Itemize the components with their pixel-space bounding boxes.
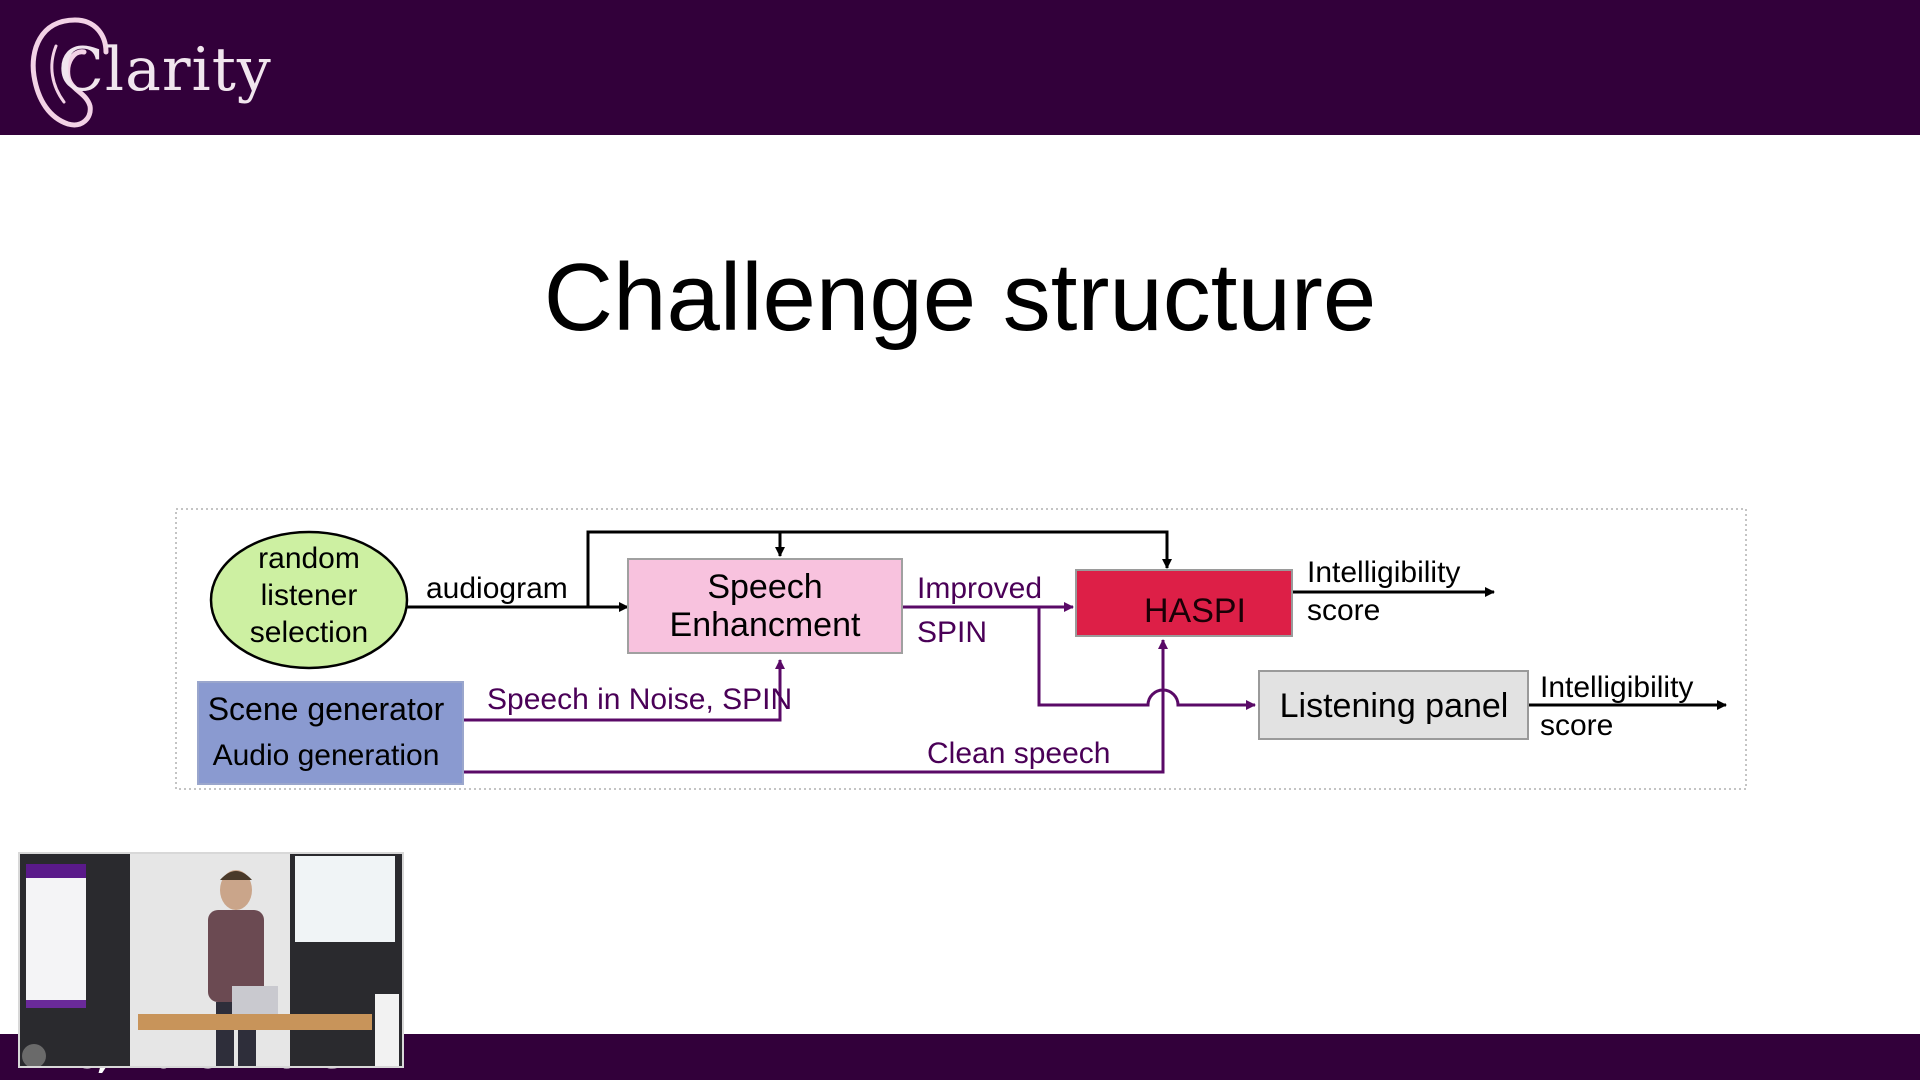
intelligibility-label-1: Intelligibility [1307, 556, 1460, 589]
logo-text: Clarity [58, 35, 272, 105]
listener-selection-node: random listener selection [209, 530, 409, 670]
scene-generator-node: Scene generator Audio generation [197, 681, 464, 785]
listening-panel-label: Listening panel [1280, 687, 1509, 725]
audiogram-label: audiogram [426, 572, 568, 605]
haspi-label: HASPI [1144, 592, 1246, 630]
header-bar: Clarity [0, 0, 1920, 135]
listener-line-2: listener [261, 579, 358, 612]
scene-line-1: Scene generator [208, 691, 445, 727]
intelligibility-label-2: Intelligibility [1540, 671, 1693, 704]
presenter-video-icon [20, 854, 402, 1066]
clean-speech-label: Clean speech [927, 737, 1110, 770]
listener-line-3: selection [250, 616, 368, 649]
speech-enh-line-2: Enhancment [670, 606, 861, 644]
score-label-2: score [1540, 709, 1613, 742]
speech-enhancement-node: Speech Enhancment [627, 558, 903, 654]
diagram-frame [175, 508, 1747, 790]
haspi-node: HASPI [1075, 569, 1293, 637]
audiogram-connectors [407, 530, 1727, 710]
presenter-webcam [18, 852, 404, 1068]
speech-enh-line-1: Speech [707, 568, 822, 606]
scene-line-2: Audio generation [213, 739, 440, 772]
listener-line-1: random [258, 542, 360, 575]
speech-in-noise-label: Speech in Noise, SPIN [487, 683, 792, 716]
improved-label: Improved [917, 572, 1042, 605]
signal-connectors [463, 602, 1256, 774]
spin-label: SPIN [917, 616, 987, 649]
slide-title: Challenge structure [543, 244, 1377, 351]
listening-panel-node: Listening panel [1258, 670, 1529, 740]
score-label-1: score [1307, 594, 1380, 627]
ear-logo-icon [30, 17, 109, 128]
